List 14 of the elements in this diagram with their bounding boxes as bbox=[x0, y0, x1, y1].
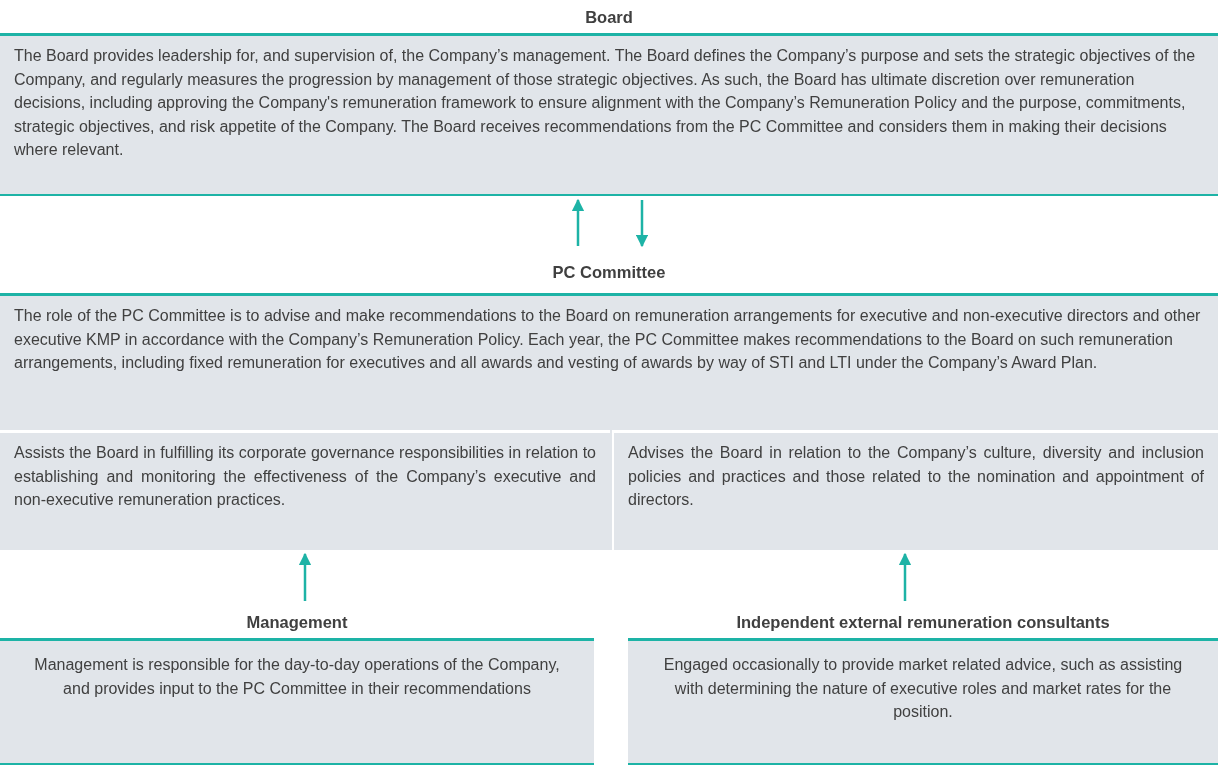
panel-heading: Independent external remuneration consultants bbox=[736, 611, 1110, 633]
panel-heading: Board bbox=[585, 6, 633, 28]
arrow bbox=[898, 552, 912, 601]
description-text: Management is responsible for the day-to-day operations of the Company, and provides input to the PC Committee in their recommendations bbox=[33, 655, 561, 699]
arrow bbox=[635, 200, 649, 248]
arrow bbox=[298, 552, 312, 601]
role-text: Advises the Board in relation to the Company’s culture, diversity and inclusion policies and practices and those related to the nomination and appointment of directors. bbox=[628, 443, 1204, 510]
role-text: Assists the Board in fulfilling its corporate governance responsibilities in relation to establishing and monitoring the effectiveness of the Company’s executive and non-executive remuneration practices. bbox=[14, 443, 596, 510]
panel-heading: Management bbox=[246, 611, 348, 633]
description-text: The role of the PC Committee is to advise and make recommendations to the Board on remuneration arrangements for executive and non-executive directors and other executive KMP in accordance with the Company’s Remuneration Policy. Each year, the PC Committee makes recommendations to the Board on such remuneration arrangements, including fixed remuneration for executives and all awards and vesting of awards by way of STI and LTI under the Company’s Award Plan. bbox=[14, 306, 1202, 373]
description-text: Engaged occasionally to provide market related advice, such as assisting with determining the nature of executive roles and market rates for the position. bbox=[662, 655, 1184, 722]
arrow bbox=[571, 198, 585, 246]
panel-heading: PC Committee bbox=[552, 261, 666, 283]
description-text: The Board provides leadership for, and supervision of, the Company’s management. The Board defines the Company’s purpose and sets the strategic objectives of the Company, and regularly measures the progression by management of those strategic objectives. As such, the Board has ultimate discretion over remuneration decisions, including approving the Company's remuneration framework to ensure alignment with the Company’s Remuneration Policy and the purpose, commitments, strategic objectives, and risk appetite of the Company. The Board receives recommendations from the PC Committee and considers them in making their decisions where relevant. bbox=[14, 46, 1197, 160]
